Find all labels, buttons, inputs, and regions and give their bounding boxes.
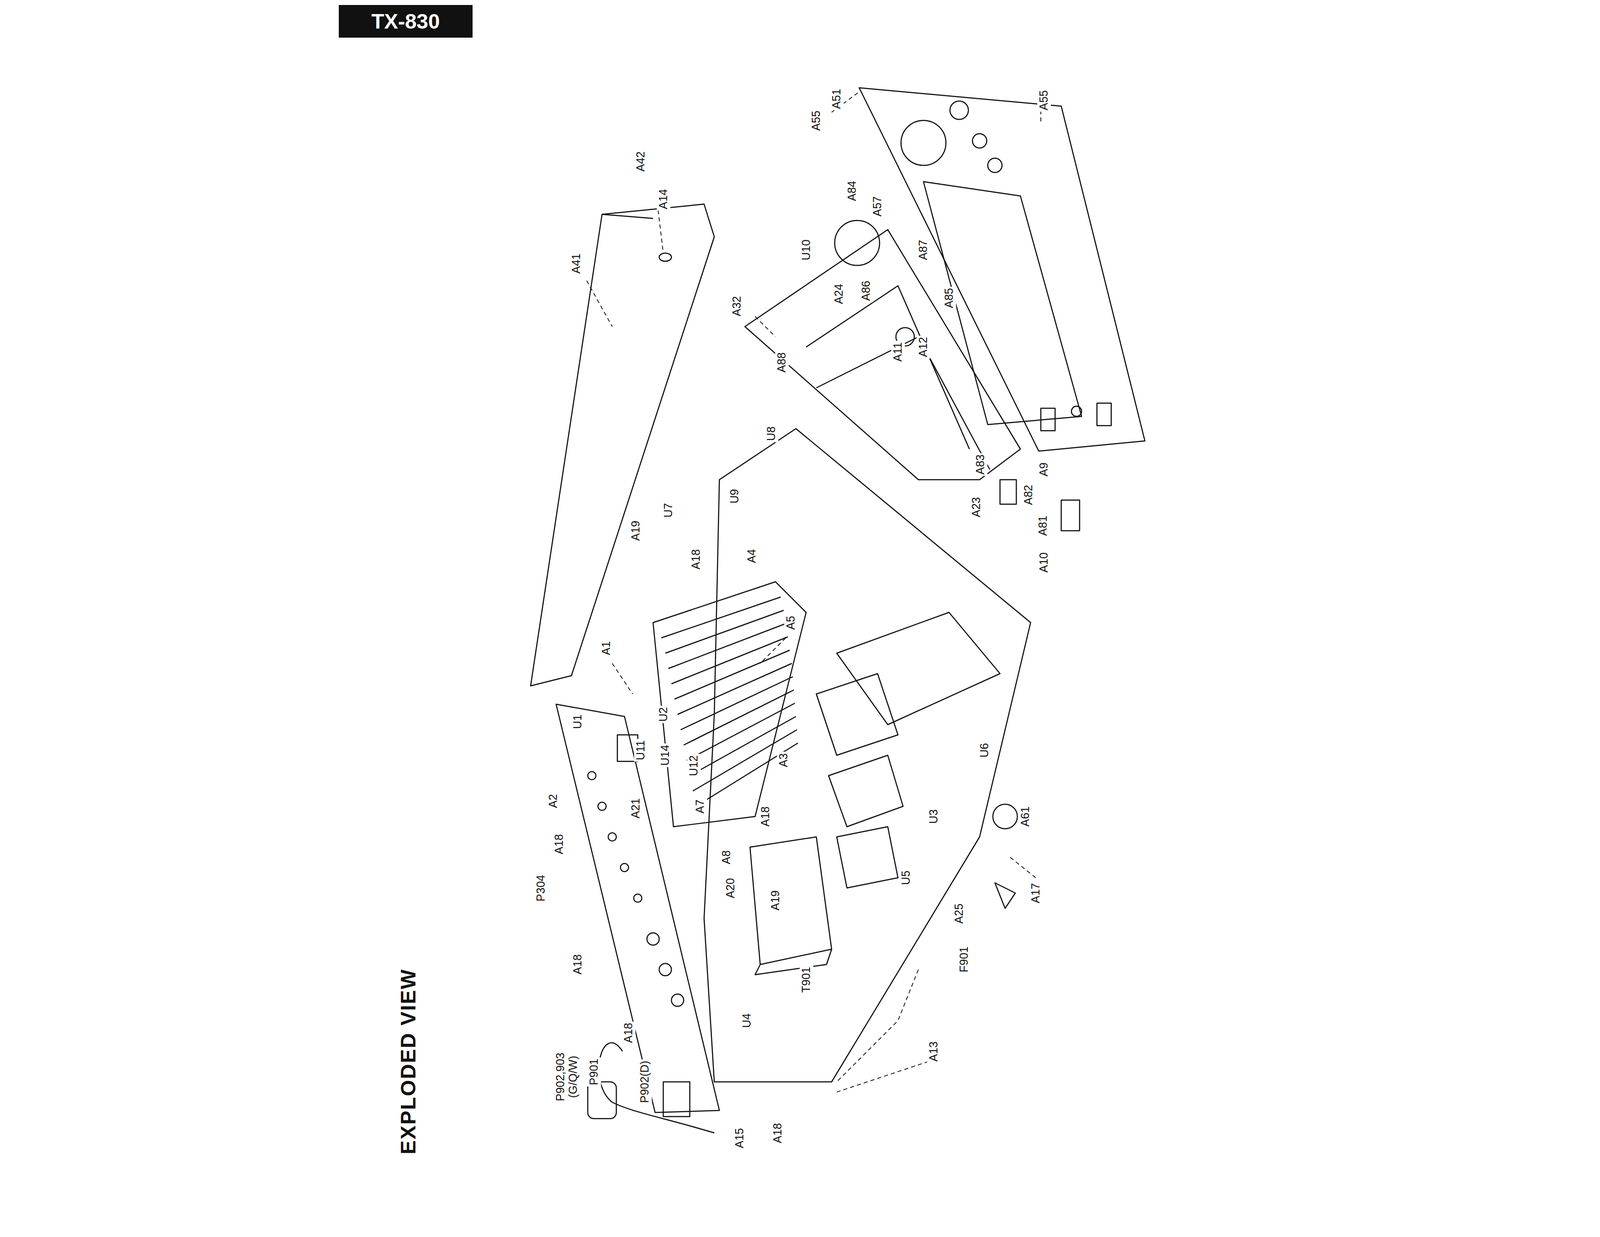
callout-number: A1	[599, 639, 614, 657]
callout-number: A55	[809, 108, 824, 132]
callout-number: A2	[546, 792, 561, 810]
callout-number: U3	[926, 807, 941, 825]
callout-number: U8	[764, 424, 779, 443]
transformer	[750, 836, 832, 965]
callout-number: A61	[1019, 804, 1033, 828]
callout-number: U6	[978, 741, 992, 759]
callout-number: U2	[656, 705, 671, 723]
callout-number: A41	[570, 251, 584, 275]
callout-number: A15	[733, 1126, 747, 1150]
heatsink	[653, 581, 807, 827]
callout-number: U9	[727, 487, 742, 505]
callout-number: A18	[689, 547, 703, 571]
callout-number: U7	[661, 501, 676, 519]
callout-number: U11	[634, 738, 648, 762]
callout-number: A32	[730, 294, 744, 318]
callout-number: A13	[926, 1039, 941, 1063]
callout-number: A11	[891, 341, 905, 364]
callout-number: A3	[776, 751, 791, 769]
callout-number: A23	[970, 495, 984, 519]
rear-panel	[556, 704, 720, 1113]
callout-number: A18	[758, 804, 773, 828]
knob	[834, 220, 880, 266]
callout-number: A42	[634, 149, 648, 173]
callout-number: A51	[829, 87, 844, 111]
callout-number: U14	[658, 743, 673, 767]
callout-number: U4	[740, 1011, 754, 1030]
callout-number: U10	[799, 238, 814, 262]
callout-number: T901	[799, 965, 814, 995]
callout-number: P902(D)	[638, 1058, 652, 1104]
callout-number: A12	[917, 335, 931, 359]
callout-number: P304	[534, 873, 548, 903]
sub-chassis	[745, 229, 1021, 480]
callout-number: A18	[770, 1121, 785, 1144]
callout-number: U1	[570, 712, 585, 731]
callout-number: A21	[629, 796, 643, 820]
callout-number: A24	[832, 282, 846, 306]
callout-number: A14	[656, 187, 671, 211]
callout-number: A18	[552, 832, 566, 856]
callout-number: A84	[845, 179, 859, 203]
callout-number: A86	[859, 279, 874, 303]
diagram-title: EXPLODED VIEW	[395, 968, 421, 1154]
callout-number: A20	[723, 876, 738, 899]
callout-number: A10	[1037, 551, 1051, 574]
callout-number: A19	[768, 888, 783, 912]
callout-number: A88	[775, 351, 789, 374]
callout-number: A18	[621, 1021, 636, 1044]
callout-number: A8	[719, 848, 734, 866]
callout-number: P902,903 (G/Q/W)	[553, 1048, 580, 1106]
front-panel	[859, 87, 1146, 452]
callout-number: P901	[587, 1056, 601, 1086]
callout-number: A25	[952, 902, 966, 925]
callout-number: A9	[1037, 461, 1051, 479]
callout-number: A55	[1037, 88, 1051, 112]
circuit-board	[828, 755, 903, 827]
callout-number: A18	[570, 952, 585, 976]
callout-number: A4	[745, 547, 760, 565]
callout-number: A82	[1021, 483, 1036, 507]
callout-number: A87	[917, 238, 931, 262]
knob	[992, 804, 1018, 829]
switch-knob	[1061, 500, 1080, 532]
callout-number: A81	[1036, 514, 1050, 537]
callout-number: A57	[870, 194, 885, 218]
callout-number: A5	[784, 614, 798, 631]
callout-number: A85	[942, 286, 957, 310]
model-badge: TX-830	[338, 4, 473, 38]
callout-number: A7	[693, 797, 708, 815]
model-name: TX-830	[371, 9, 440, 34]
callout-number: F901	[957, 945, 972, 974]
top-cover	[530, 204, 715, 686]
circuit-board	[836, 826, 898, 888]
callout-number: A83	[974, 453, 988, 476]
callout-number: A17	[1029, 881, 1043, 905]
callout-number: A19	[629, 519, 643, 542]
callout-number: U12	[687, 753, 701, 778]
callout-number: U5	[899, 868, 913, 887]
